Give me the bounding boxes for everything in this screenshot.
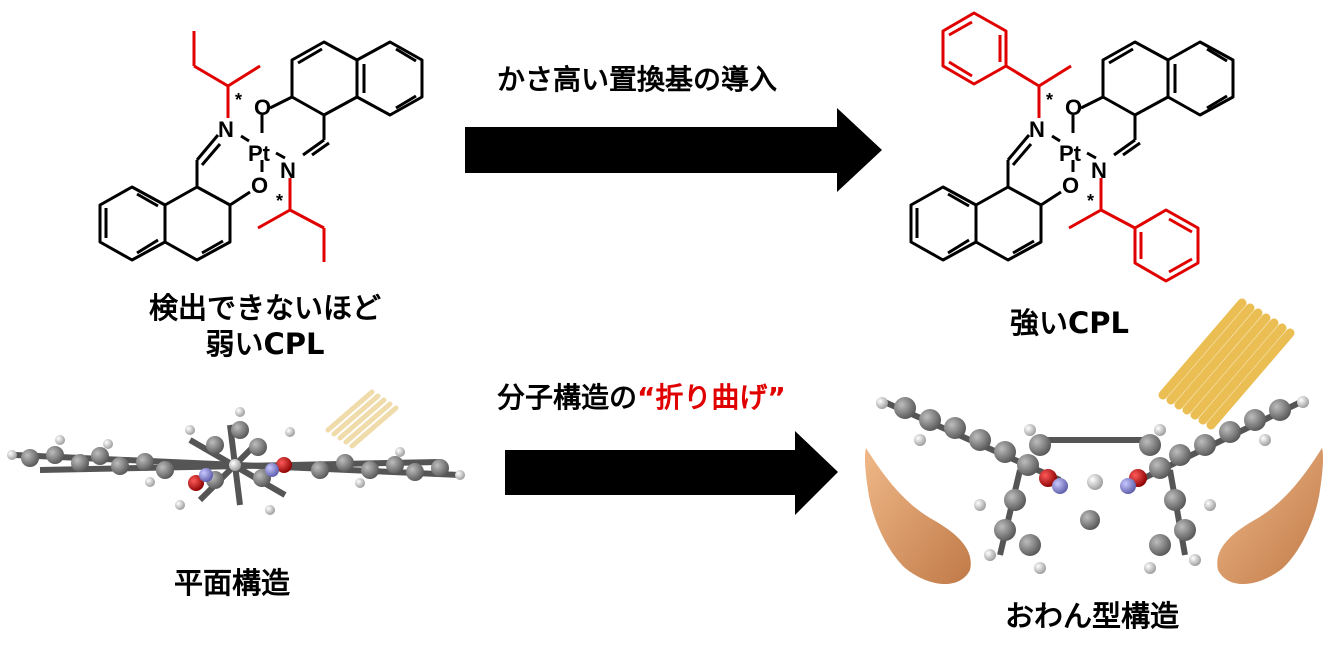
left-hand-icon	[864, 448, 971, 585]
planar-structure-caption: 平面構造	[174, 566, 291, 600]
naphthalene-ring	[1101, 40, 1170, 117]
left-molecule-substituents	[192, 31, 326, 262]
stereocenter-star: *	[276, 191, 283, 211]
caption-line: 弱いCPL	[205, 327, 325, 362]
phenyl-ring	[941, 11, 1008, 86]
right-molecule-caption: 強いCPL	[1010, 306, 1130, 340]
caption-prefix: 分子構造の	[497, 381, 638, 414]
nitrogen-label: N	[218, 117, 234, 142]
stereocenter-star: *	[1046, 90, 1053, 110]
naphthalene-ring	[290, 40, 359, 117]
caption-highlight: “折り曲げ”	[637, 381, 786, 414]
nitrogen-label: N	[1091, 158, 1107, 183]
right-molecule-substituents	[941, 11, 1200, 283]
platinum-label: Pt	[1059, 141, 1082, 166]
left-molecule-caption: 検出できないほど 弱いCPL	[135, 290, 395, 363]
top-arrow-caption: かさ高い置換基の導入	[497, 63, 778, 96]
top-arrow	[465, 108, 882, 192]
stereocenter-star: *	[1087, 191, 1094, 211]
nitrogen-label: N	[1029, 117, 1045, 142]
left-molecule-structure	[98, 40, 424, 262]
oxygen-label: O	[251, 173, 268, 198]
phenyl-ring	[1133, 208, 1200, 283]
caption-line: 検出できないほど	[148, 291, 381, 325]
planar-structure-model	[7, 407, 465, 515]
strong-cpl-helix	[1158, 298, 1295, 430]
right-hand-icon	[1217, 448, 1324, 585]
bowl-structure-caption: おわん型構造	[1005, 599, 1180, 633]
bottom-arrow	[505, 431, 838, 515]
stereocenter-star: *	[235, 90, 242, 110]
right-molecule-structure	[909, 40, 1235, 262]
bottom-arrow-caption: 分子構造の“折り曲げ”	[497, 380, 786, 415]
weak-cpl-helix	[325, 389, 399, 449]
bowl-structure-model	[876, 396, 1309, 574]
nitrogen-label: N	[280, 158, 296, 183]
oxygen-label: O	[1062, 173, 1079, 198]
oxygen-label: O	[1065, 95, 1082, 120]
oxygen-label: O	[254, 95, 271, 120]
platinum-label: Pt	[248, 141, 271, 166]
